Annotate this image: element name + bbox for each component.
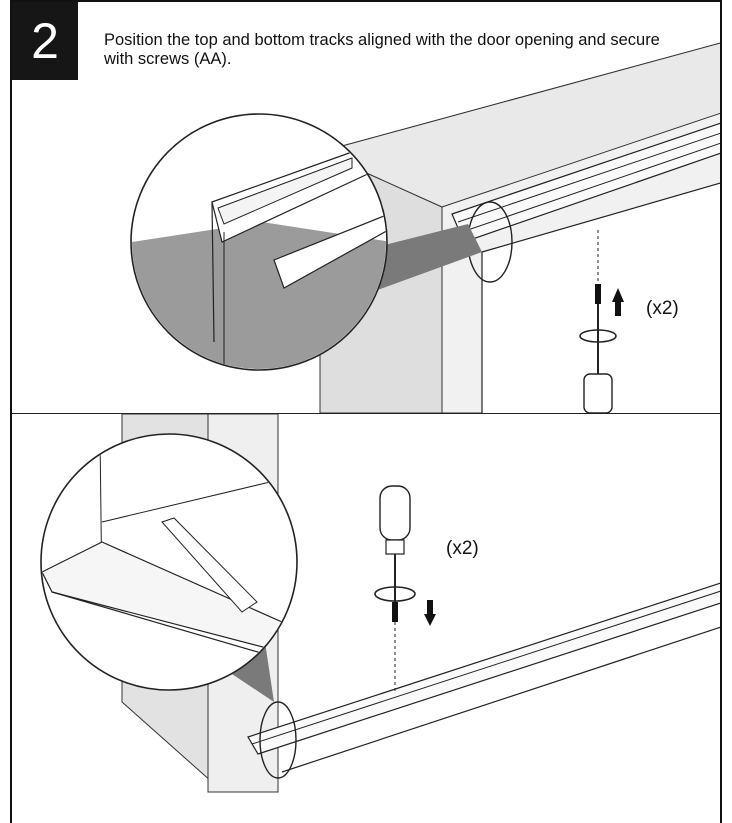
bottom-track-illustration	[40, 413, 720, 793]
step-number-badge: 2	[12, 2, 78, 80]
top-track-illustration	[130, 42, 720, 414]
instruction-page: 2 Position the top and bottom tracks ali…	[10, 0, 722, 823]
panel-divider	[12, 413, 720, 414]
bottom-quantity-label: (x2)	[446, 538, 479, 559]
top-quantity-label: (x2)	[646, 298, 679, 319]
step-instruction: Position the top and bottom tracks align…	[104, 31, 660, 68]
illustration	[40, 42, 720, 793]
